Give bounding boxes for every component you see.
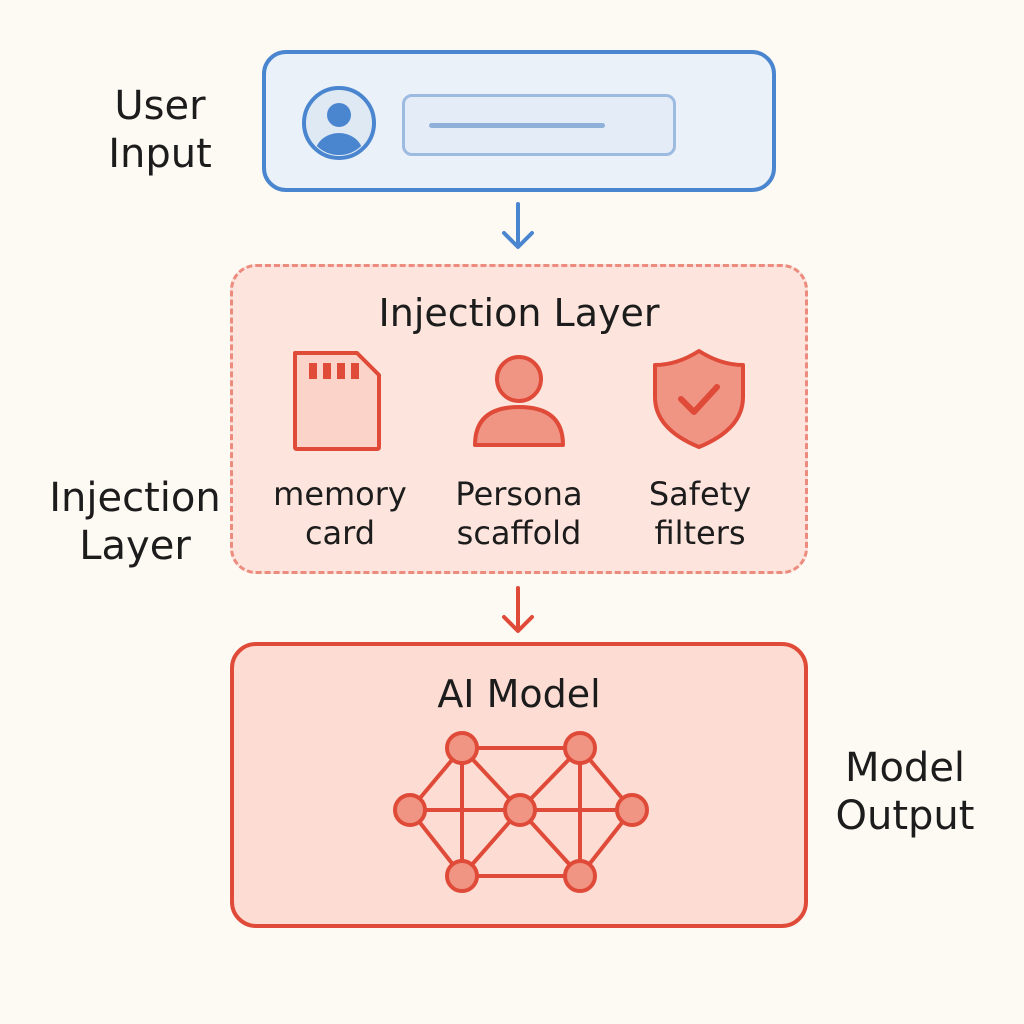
person-icon — [473, 355, 565, 447]
text-input-placeholder-line — [429, 123, 605, 128]
persona-scaffold-label-line2: scaffold — [456, 514, 582, 552]
safety-filters-label-line2: filters — [654, 514, 746, 552]
network-nodes — [393, 731, 649, 893]
injection-layer-side-label: Injection Layer — [30, 474, 240, 570]
memory-card-icon — [293, 351, 381, 451]
injection-layer-title: Injection Layer — [378, 291, 660, 335]
arrow-down-icon-red — [502, 586, 534, 633]
model-output-label-line2: Output — [835, 793, 975, 839]
user-input-box — [262, 50, 776, 192]
model-output-label: Model Output — [820, 744, 990, 840]
ai-model-title: AI Model — [437, 672, 601, 716]
memory-card-label-line1: memory — [273, 475, 407, 513]
arrow-down-icon-blue — [502, 202, 534, 249]
persona-scaffold-label: Persona scaffold — [434, 475, 604, 553]
injection-layer-box: Injection Layer memory card Persona scaf… — [230, 264, 808, 574]
user-input-label-line2: Input — [108, 131, 212, 177]
user-input-label-line1: User — [114, 83, 206, 129]
safety-filters-label: Safety filters — [615, 475, 785, 553]
injection-layer-side-label-line1: Injection — [49, 475, 221, 521]
memory-card-label: memory card — [255, 475, 425, 553]
persona-scaffold-label-line1: Persona — [455, 475, 583, 513]
neural-network-icon — [393, 731, 649, 893]
user-avatar-icon — [302, 86, 376, 160]
model-output-label-line1: Model — [844, 745, 966, 791]
text-input-field[interactable] — [402, 94, 676, 156]
shield-check-icon — [653, 349, 745, 449]
user-input-label: User Input — [100, 82, 220, 178]
ai-model-box: AI Model — [230, 642, 808, 928]
safety-filters-label-line1: Safety — [648, 475, 752, 513]
memory-card-label-line2: card — [304, 514, 376, 552]
injection-layer-side-label-line2: Layer — [79, 523, 191, 569]
